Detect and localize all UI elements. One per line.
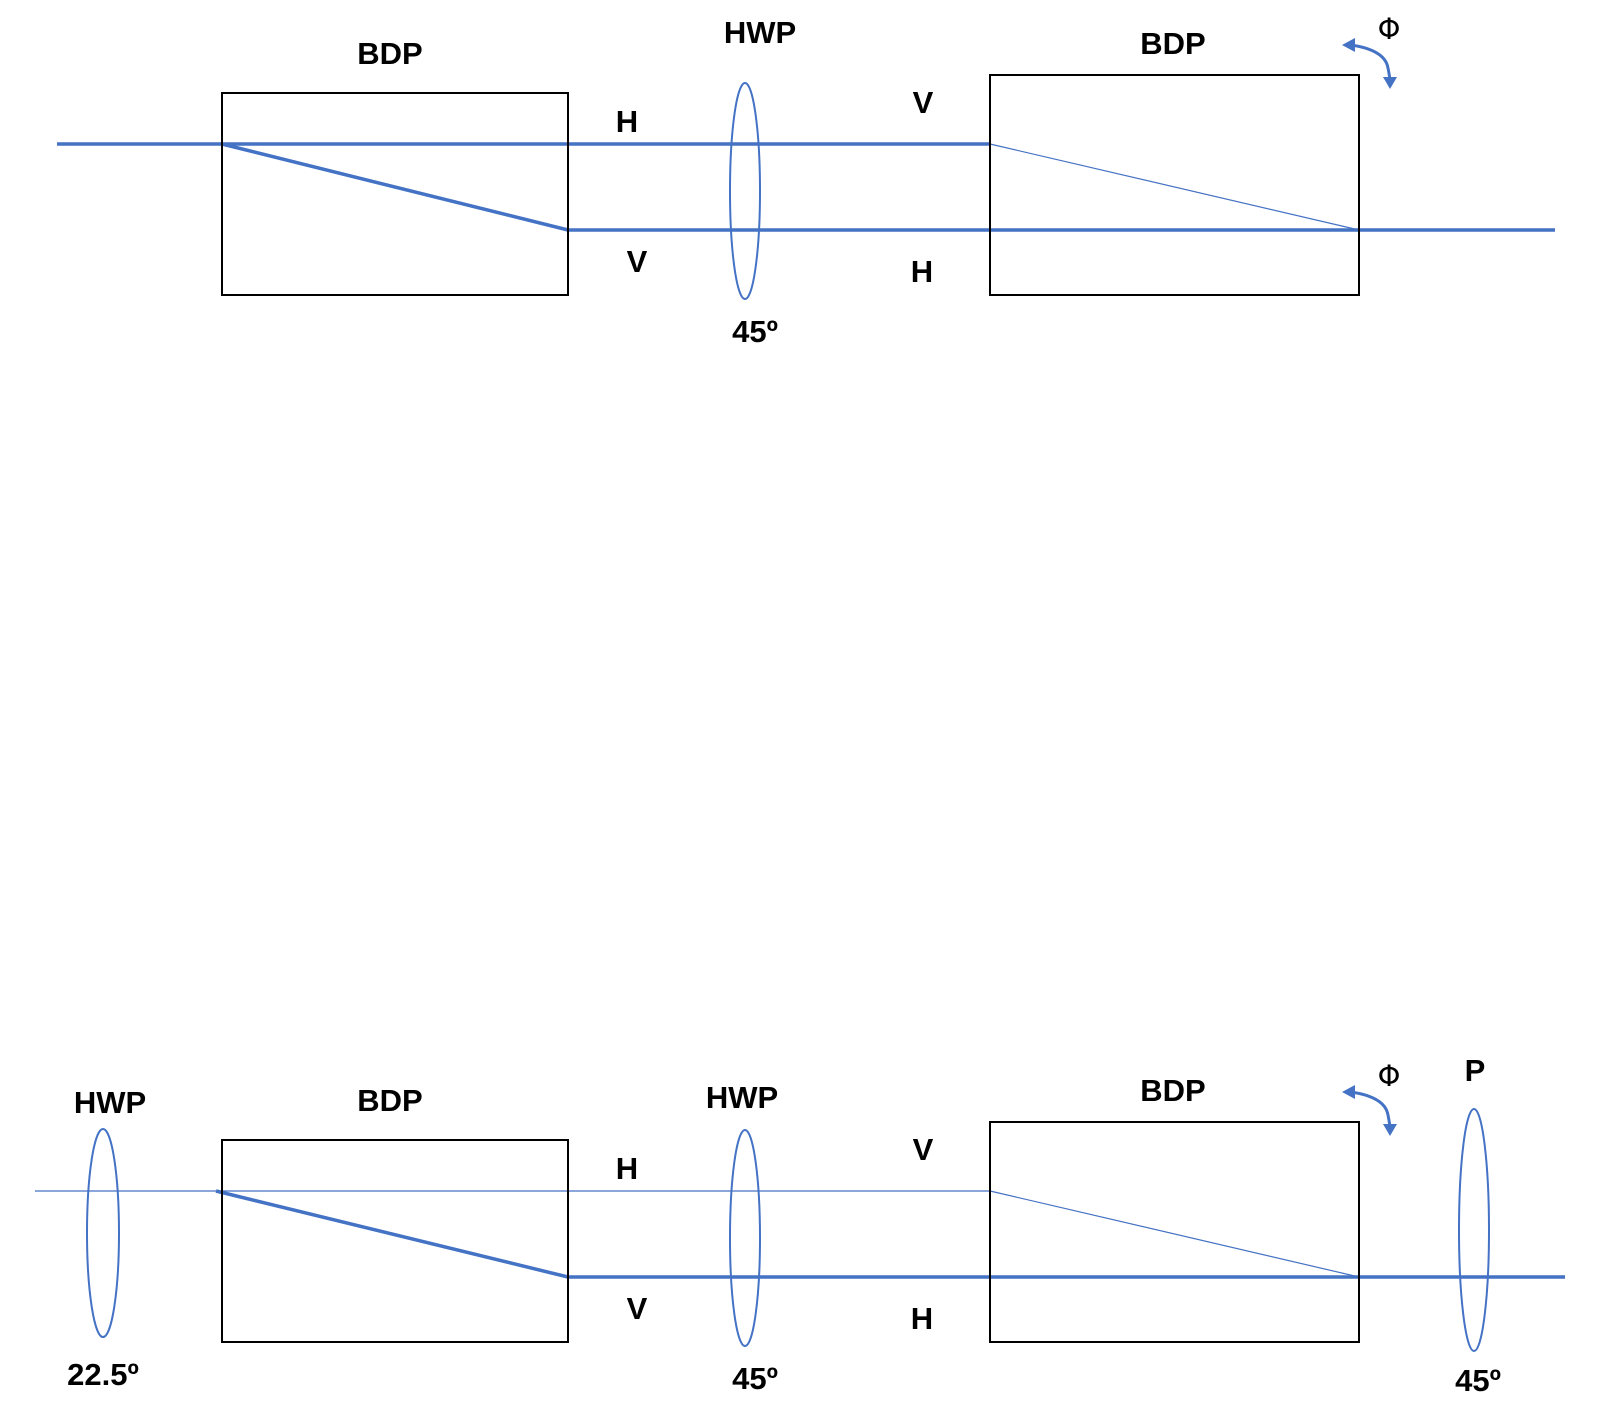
top-rotation-arrowhead-down (1383, 77, 1397, 89)
bottom-bdp1-label: BDP (357, 1083, 422, 1118)
bottom-hwp-lens (729, 1129, 761, 1347)
bottom-polarizer-label: P (1465, 1053, 1486, 1088)
top-rotation-arrow (1350, 43, 1392, 83)
top-bdp1-box (221, 92, 569, 296)
top-refracted-path (221, 142, 569, 232)
bottom-bdp2-label: BDP (1140, 1073, 1205, 1108)
bottom-input-hwp-lens (86, 1128, 120, 1338)
top-bdp2-box (989, 74, 1360, 296)
bottom-bdp1-box (221, 1139, 569, 1343)
bottom-rotation-arrowhead-down (1383, 1124, 1397, 1136)
bottom-h-before-hwp: H (616, 1151, 638, 1186)
top-v-before-hwp: V (627, 244, 648, 279)
top-hwp-angle: 45º (732, 314, 778, 349)
bottom-polarizer-lens (1458, 1108, 1490, 1352)
top-h-after-hwp: H (911, 254, 933, 289)
bottom-hwp-label: HWP (706, 1080, 778, 1115)
bottom-v-after-hwp: V (913, 1132, 934, 1167)
bottom-phi-label: Φ (1378, 1059, 1401, 1093)
bottom-bdp2-box (989, 1121, 1360, 1343)
top-phi-label: Φ (1378, 12, 1401, 46)
top-setup: BDP HWP 45º BDP Φ H V V H (57, 12, 1555, 349)
bottom-hwp-angle: 45º (732, 1361, 778, 1396)
bottom-input-hwp-angle: 22.5º (67, 1357, 139, 1392)
bottom-refracted-path (215, 1189, 569, 1279)
bottom-recombining-path (989, 1190, 1360, 1278)
bottom-h-after-hwp: H (911, 1301, 933, 1336)
bottom-setup: HWP 22.5º BDP HWP 45º BDP Φ P 45º H V V … (35, 1053, 1565, 1398)
top-bdp2-label: BDP (1140, 26, 1205, 61)
bottom-v-before-hwp: V (627, 1291, 648, 1326)
bottom-rotation-arrow (1350, 1090, 1392, 1130)
bottom-rotation-arrowhead-left (1342, 1085, 1355, 1099)
top-hwp-lens (729, 82, 761, 300)
top-rotation-arrowhead-left (1342, 38, 1355, 52)
top-h-before-hwp: H (616, 104, 638, 139)
top-bdp1-label: BDP (357, 36, 422, 71)
bottom-input-hwp-label: HWP (74, 1085, 146, 1120)
bottom-polarizer-angle: 45º (1455, 1363, 1501, 1398)
top-recombining-path (989, 143, 1360, 231)
top-hwp-label: HWP (724, 15, 796, 50)
top-v-after-hwp: V (913, 85, 934, 120)
